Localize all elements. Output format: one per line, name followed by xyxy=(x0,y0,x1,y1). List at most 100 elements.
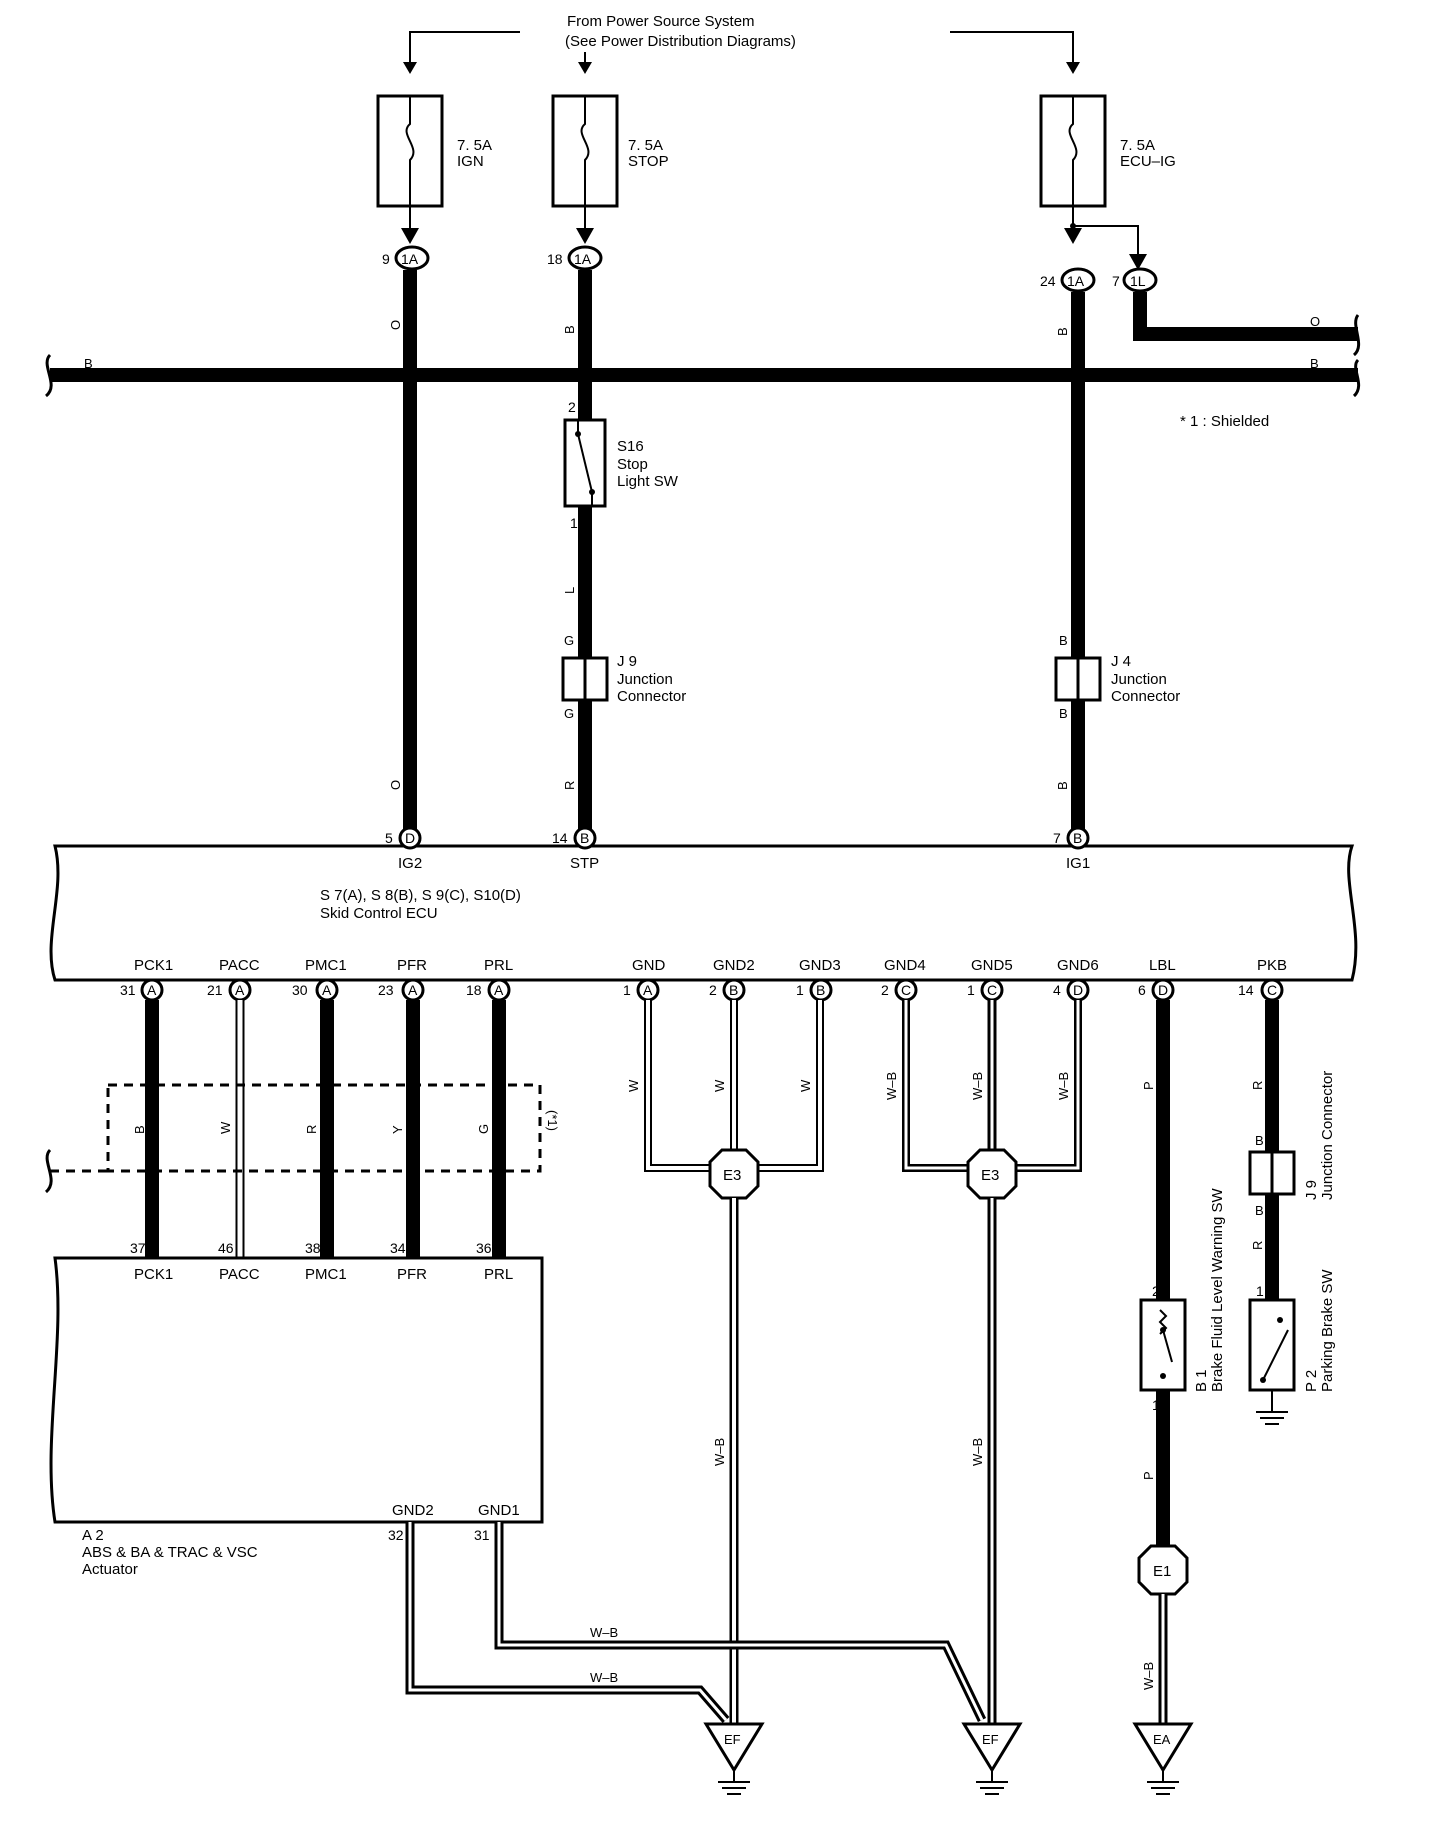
gnd-upper-label: W–B xyxy=(590,1625,618,1640)
svg-text:1: 1 xyxy=(796,982,804,998)
lbl-top-color: P xyxy=(1141,1081,1156,1090)
svg-text:PRL: PRL xyxy=(484,1266,513,1283)
top-connector-1l: 1L 7 xyxy=(1112,267,1158,293)
svg-text:PRL: PRL xyxy=(484,957,513,974)
e3b-down-label: W–B xyxy=(970,1438,985,1466)
svg-text:GND6: GND6 xyxy=(1057,957,1099,974)
e3a-down-label: W–B xyxy=(712,1438,727,1466)
svg-text:GND2: GND2 xyxy=(713,957,755,974)
svg-text:5: 5 xyxy=(385,830,393,846)
svg-text:J 9: J 9 xyxy=(617,653,637,670)
junction-j4: J 4 Junction Connector xyxy=(1054,653,1180,705)
fuse-output-arrows xyxy=(401,206,1147,270)
b1-code: B 1 xyxy=(1193,1369,1210,1392)
shield-wire-b: B xyxy=(132,1125,147,1134)
svg-text:23: 23 xyxy=(378,982,394,998)
svg-text:1: 1 xyxy=(570,515,578,531)
svg-text:A: A xyxy=(322,982,332,998)
svg-text:1A: 1A xyxy=(1067,273,1085,289)
svg-text:E1: E1 xyxy=(1153,1563,1171,1580)
svg-text:46: 46 xyxy=(218,1240,234,1256)
svg-text:36: 36 xyxy=(476,1240,492,1256)
svg-text:Junction: Junction xyxy=(617,671,673,688)
svg-text:A: A xyxy=(147,982,157,998)
stop-switch-name2: Light SW xyxy=(617,473,679,490)
svg-text:31: 31 xyxy=(474,1527,490,1543)
svg-text:PMC1: PMC1 xyxy=(305,957,347,974)
stop-mid-color: L xyxy=(562,587,577,594)
svg-text:14: 14 xyxy=(552,830,568,846)
pkb-circuit: 1 xyxy=(1248,1000,1296,1425)
ecu-top-color: B xyxy=(1055,327,1070,336)
svg-text:A: A xyxy=(408,982,418,998)
actuator-ground-wires xyxy=(405,1522,987,1723)
gnd-wb-group: E3 xyxy=(902,1000,1082,1724)
svg-text:34: 34 xyxy=(390,1240,406,1256)
actuator-name1: ABS & BA & TRAC & VSC xyxy=(82,1544,258,1561)
svg-text:J 4: J 4 xyxy=(1111,653,1131,670)
gnd-w-label-2: W xyxy=(712,1079,727,1092)
svg-text:PCK1: PCK1 xyxy=(134,957,173,974)
shield-box: (*1) xyxy=(44,1083,560,1194)
ign-top-color: O xyxy=(388,320,403,330)
svg-text:A: A xyxy=(494,982,504,998)
ecu-pin-stp: B 14 STP xyxy=(552,826,599,872)
earth-ef-1: EF xyxy=(703,1722,765,1795)
svg-text:B: B xyxy=(816,982,825,998)
ecu-j-bottom-color: B xyxy=(1059,706,1068,721)
svg-text:GND2: GND2 xyxy=(392,1502,434,1519)
b1-name: Brake Fluid Level Warning SW xyxy=(1209,1187,1226,1392)
svg-text:EF: EF xyxy=(982,1732,999,1747)
svg-text:PFR: PFR xyxy=(397,1266,427,1283)
wire-1l-o xyxy=(1133,292,1358,341)
svg-text:Junction: Junction xyxy=(1111,671,1167,688)
fuse-ign: 7. 5A IGN xyxy=(376,94,492,208)
actuator-signal-wires xyxy=(145,1000,506,1258)
j9-right-code: J 9 xyxy=(1303,1180,1320,1200)
gnd-lower-label: W–B xyxy=(590,1670,618,1685)
shield-wire-r: R xyxy=(304,1125,319,1134)
ecu-title1: S 7(A), S 8(B), S 9(C), S10(D) xyxy=(320,887,521,904)
svg-text:1A: 1A xyxy=(574,251,592,267)
svg-text:C: C xyxy=(901,982,911,998)
svg-text:2: 2 xyxy=(568,399,576,415)
svg-text:PKB: PKB xyxy=(1257,957,1287,974)
gnd-wb-label-1: W–B xyxy=(884,1072,899,1100)
bus-b xyxy=(44,314,1361,398)
svg-text:D: D xyxy=(1073,982,1083,998)
svg-text:1: 1 xyxy=(1256,1283,1264,1299)
top-connector-stop: 1A 18 xyxy=(547,245,603,271)
svg-text:31: 31 xyxy=(120,982,136,998)
ign-bottom-color: O xyxy=(388,780,403,790)
svg-text:STP: STP xyxy=(570,855,599,872)
svg-text:IG1: IG1 xyxy=(1066,855,1090,872)
svg-text:(*1): (*1) xyxy=(545,1110,560,1131)
fuse-stop-name: STOP xyxy=(628,153,669,170)
top-connector-ign: 1A 9 xyxy=(382,245,430,271)
shield-wire-y: Y xyxy=(390,1125,405,1134)
fuse-ecu-ig-amp: 7. 5A xyxy=(1120,137,1155,154)
lbl-circuit: E1 EA 2 1 xyxy=(1132,1000,1194,1795)
pkb-bottom-color: R xyxy=(1250,1241,1265,1250)
svg-text:1: 1 xyxy=(1152,1397,1160,1413)
gnd-w-group: E3 xyxy=(644,1000,824,1724)
bus-right-color: B xyxy=(1310,356,1319,371)
svg-text:7: 7 xyxy=(1053,830,1061,846)
fuse-ecu-ig: 7. 5A ECU–IG xyxy=(1039,94,1176,208)
svg-text:E3: E3 xyxy=(981,1167,999,1184)
fuse-ecu-ig-name: ECU–IG xyxy=(1120,153,1176,170)
stop-bottom-color: R xyxy=(562,781,577,790)
svg-text:14: 14 xyxy=(1238,982,1254,998)
svg-text:GND5: GND5 xyxy=(971,957,1013,974)
abs-actuator: PCK1 PACC PMC1 PFR PRL 37 46 38 34 36 GN… xyxy=(49,1240,544,1578)
svg-text:1A: 1A xyxy=(401,251,419,267)
svg-text:EF: EF xyxy=(724,1732,741,1747)
svg-text:PCK1: PCK1 xyxy=(134,1266,173,1283)
ecu-title2: Skid Control ECU xyxy=(320,905,438,922)
pkb-j-top-color: B xyxy=(1255,1133,1264,1148)
shield-wire-w: W xyxy=(218,1121,233,1134)
shielded-note: * 1 : Shielded xyxy=(1180,413,1269,430)
gnd-w-label-1: W xyxy=(626,1079,641,1092)
svg-text:18: 18 xyxy=(547,251,563,267)
